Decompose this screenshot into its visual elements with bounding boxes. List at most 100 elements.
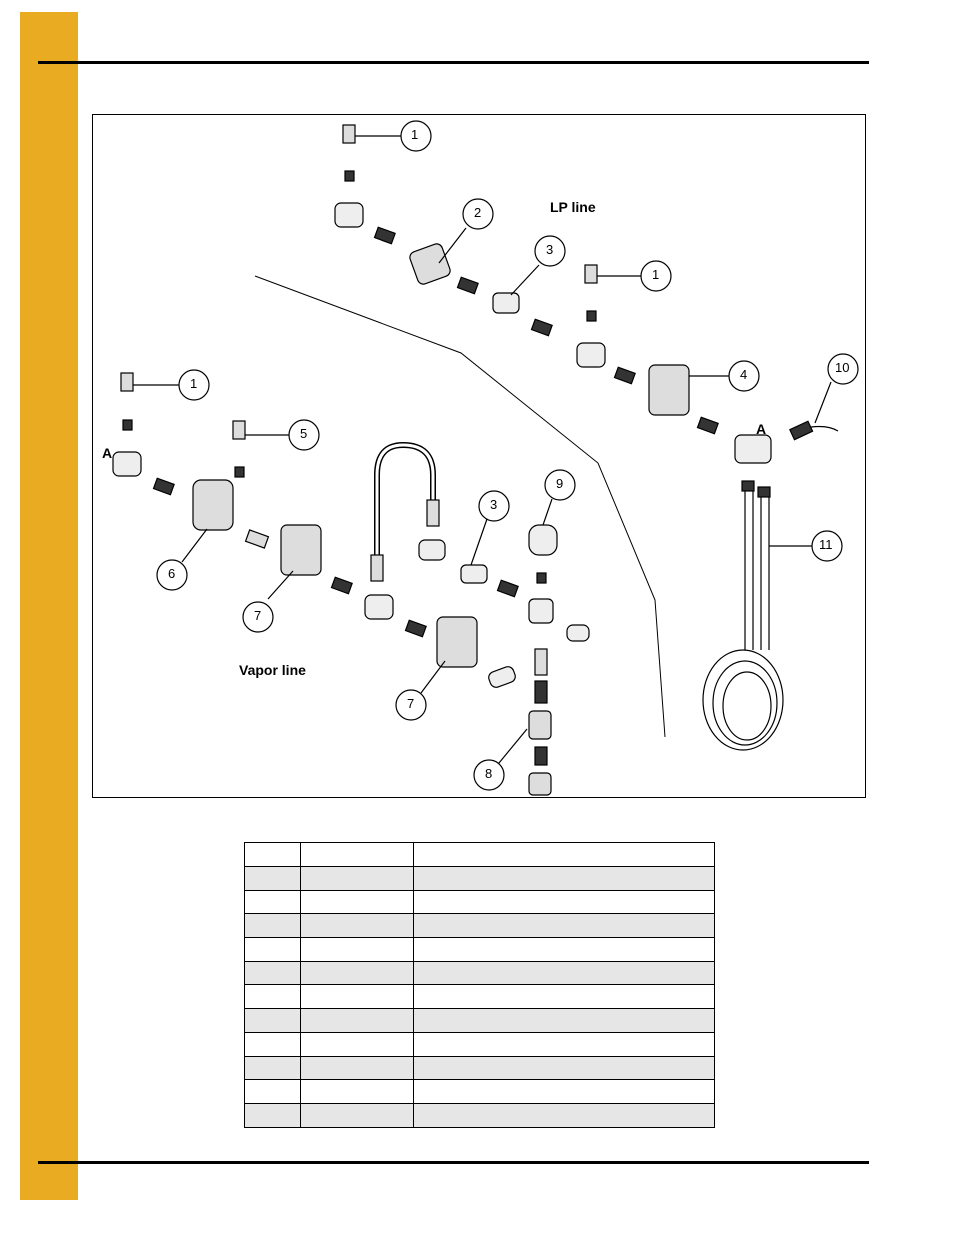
cell: [244, 984, 301, 1010]
table-row: [244, 1079, 715, 1104]
coil-11: [702, 480, 784, 751]
nipple: [534, 648, 548, 676]
table-row: [244, 1102, 715, 1128]
vapor-line-label: Vapor line: [239, 662, 306, 678]
cell: [300, 866, 414, 891]
tee-fitting: [334, 202, 364, 228]
thermocouple-10: [789, 420, 814, 441]
table-row: [244, 1055, 715, 1081]
tee-fitting: [528, 598, 554, 624]
cell: [413, 1055, 715, 1081]
cell: [244, 1102, 301, 1128]
callout-5: 5: [300, 426, 308, 441]
cell: [300, 984, 414, 1010]
table-row: [244, 937, 715, 962]
nipple: [152, 477, 175, 496]
hose-fitting: [370, 554, 384, 582]
cell: [300, 1031, 414, 1057]
cell: [244, 1008, 301, 1033]
thermocouple-lead: [810, 425, 839, 432]
cell: [413, 984, 715, 1010]
table-row: [244, 866, 715, 891]
connection-a-right: A: [756, 421, 767, 437]
nipple: [244, 529, 270, 549]
nipple: [534, 746, 548, 766]
fitting-1-right: [584, 264, 598, 284]
parts-diagram: 1 2 3 1 4 10 1 5 3 9 6 7 11 7 8 LP line …: [92, 114, 866, 798]
cell: [244, 889, 301, 915]
fitting-1-top: [342, 124, 356, 144]
header-description: [413, 842, 715, 867]
ball-valve-3: [492, 292, 520, 314]
cell: [300, 1055, 414, 1081]
tee-a-left: [112, 451, 142, 477]
header-rule: [38, 61, 869, 64]
callout-circles: [156, 120, 859, 791]
callout-8: 8: [485, 766, 493, 781]
cell: [413, 960, 715, 986]
fitting-5: [232, 420, 246, 440]
cell: [413, 889, 715, 915]
nipple: [530, 318, 553, 337]
side-tab: [20, 12, 78, 1200]
cell: [244, 866, 301, 891]
elbow-a-right: [734, 434, 772, 464]
callout-9: 9: [556, 476, 564, 491]
cell: [244, 960, 301, 986]
cell: [413, 937, 715, 962]
solenoid-valve-7-left: [280, 524, 322, 576]
table-row: [244, 889, 715, 915]
callout-3a: 3: [546, 242, 554, 257]
nipple: [586, 310, 597, 322]
elbow: [566, 624, 590, 642]
valve-2: [409, 243, 451, 285]
nipple: [404, 619, 427, 638]
cell: [244, 1055, 301, 1081]
cell: [244, 937, 301, 962]
callout-6: 6: [168, 566, 176, 581]
callout-1c: 1: [190, 376, 198, 391]
nipple: [456, 276, 479, 295]
callout-7a: 7: [254, 608, 262, 623]
cell: [300, 960, 414, 986]
cell: [413, 1031, 715, 1057]
nipple: [344, 170, 355, 182]
nipple: [330, 576, 353, 595]
lp-line-label: LP line: [550, 199, 596, 215]
nipple: [234, 466, 245, 478]
tee-fitting: [364, 594, 394, 620]
callout-7b: 7: [407, 696, 415, 711]
divider-line: [254, 275, 666, 738]
callout-1a: 1: [411, 127, 419, 142]
cell: [244, 913, 301, 939]
cell: [413, 913, 715, 939]
hose-fitting: [426, 499, 440, 527]
table-row: [244, 913, 715, 939]
nipple: [122, 419, 133, 431]
parts-diagram-drawing: [112, 120, 859, 796]
union-fitting: [528, 772, 552, 796]
elbow: [418, 539, 446, 561]
solenoid-valve-4: [648, 364, 690, 416]
nipple: [534, 680, 548, 704]
cell: [413, 1102, 715, 1128]
cell: [300, 1008, 414, 1033]
flex-hose-inner: [375, 443, 435, 575]
header-ref: [244, 842, 301, 867]
nipple: [536, 572, 547, 584]
gauge-adapter-9: [528, 524, 558, 556]
footer-rule: [38, 1161, 869, 1164]
callout-2: 2: [474, 205, 482, 220]
leader-lines: [133, 135, 832, 764]
cell: [413, 1079, 715, 1104]
cell: [413, 1008, 715, 1033]
shutoff-8: [528, 710, 552, 740]
header-part: [300, 842, 414, 867]
nipple: [613, 366, 636, 385]
table-row: [244, 984, 715, 1010]
callout-3b: 3: [490, 497, 498, 512]
nipple: [373, 226, 396, 245]
cell: [300, 889, 414, 915]
table-row: [244, 1031, 715, 1057]
callout-1b: 1: [652, 267, 660, 282]
